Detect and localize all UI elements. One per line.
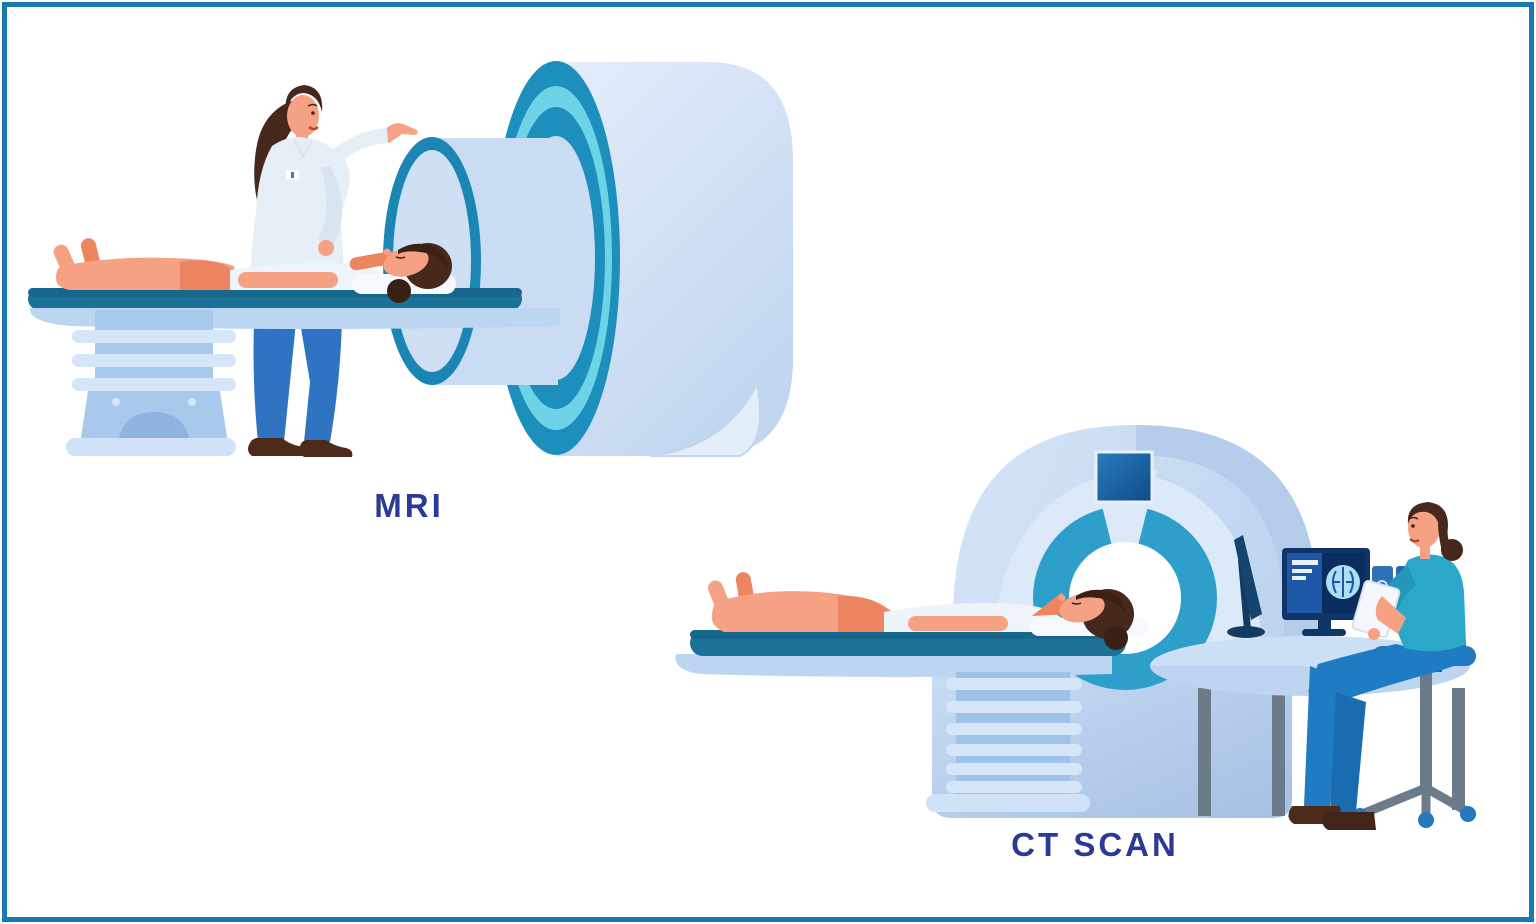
desk-leg xyxy=(1198,688,1211,816)
ct-pedestal-band xyxy=(946,763,1082,775)
doctor-leg-right xyxy=(300,322,342,442)
ct-side-monitor xyxy=(1227,535,1265,638)
ct-pedestal-band xyxy=(946,701,1082,713)
ct-patient-nose xyxy=(1058,594,1066,602)
doctor-hair xyxy=(285,85,323,112)
desk-leg xyxy=(1272,688,1285,816)
brain-scan-detail xyxy=(1332,567,1354,597)
ct-patient xyxy=(708,572,1148,650)
ct-patient-bun xyxy=(1104,626,1128,650)
screen-text-line xyxy=(1292,569,1312,573)
mri-patient-hair-front xyxy=(398,243,448,268)
ct-monitor xyxy=(1282,548,1370,636)
ct-pedestal-band xyxy=(946,678,1082,690)
doctor-eye xyxy=(311,111,315,115)
mri-pedestal-dot xyxy=(112,398,120,406)
mri-pedestal xyxy=(66,310,236,456)
doctor-left-hand xyxy=(318,240,334,256)
mri-pedestal-band xyxy=(72,354,236,367)
doctor-left-arm xyxy=(318,166,343,246)
mri-label: MRI xyxy=(374,487,444,524)
mri-patient-face xyxy=(383,247,429,277)
chair-column xyxy=(1420,670,1432,788)
ct-patient-hair-front xyxy=(1076,589,1126,614)
technician-eyebrow xyxy=(1408,516,1419,520)
mri-patient-bent-arm xyxy=(349,251,398,271)
screen-text-line xyxy=(1292,560,1318,565)
doctor-badge-mark xyxy=(291,172,294,178)
mri-pedestal-band xyxy=(72,378,236,391)
ct-pedestal-base xyxy=(926,794,1090,812)
chair-wheel xyxy=(1460,806,1476,822)
screen-text-line xyxy=(1292,576,1306,580)
technician-hand xyxy=(1368,628,1380,640)
ct-table-top-edge xyxy=(690,630,1126,639)
ct-patient-arm xyxy=(908,616,1008,631)
technician-hair xyxy=(1407,502,1454,552)
technician-eye xyxy=(1411,524,1415,528)
doctor-pointing-hand xyxy=(387,123,418,143)
technician-thigh xyxy=(1308,640,1466,702)
technician-shoe-back xyxy=(1322,812,1376,830)
doctor-shoe-left xyxy=(248,438,311,456)
side-monitor-screen xyxy=(1234,535,1262,620)
ct-table xyxy=(675,630,1126,677)
doctor-face xyxy=(287,95,319,137)
doctor-mouth xyxy=(308,125,319,131)
ct-table-slab xyxy=(675,654,1112,677)
doctor-shoe-right xyxy=(299,440,353,457)
mri-patient-eye xyxy=(395,256,406,259)
mri-machine-body xyxy=(556,62,793,456)
ct-housing-shade xyxy=(1136,425,1319,690)
technician-shin-back xyxy=(1330,692,1366,812)
monitor-stand-base xyxy=(1302,629,1346,636)
ct-pedestal-band xyxy=(946,744,1082,756)
side-monitor-base xyxy=(1227,626,1265,638)
mri-patient-bun xyxy=(387,279,411,303)
ct-pedestal-band xyxy=(946,781,1082,793)
technician-shin-front xyxy=(1304,666,1340,806)
chair-wheel xyxy=(1418,812,1434,828)
mri-pedestal-band xyxy=(72,330,236,343)
mri-pedestal-arch xyxy=(118,412,190,444)
doctor-leg-left xyxy=(253,322,296,442)
ct-scan-label: CT SCAN xyxy=(1011,826,1179,863)
mri-patient-arm xyxy=(238,272,338,288)
technician-neck xyxy=(1420,545,1430,559)
ct-scanner-box xyxy=(1094,450,1154,504)
ct-patient-face xyxy=(1059,593,1105,623)
doctor-collar xyxy=(293,139,313,158)
technician-mouth xyxy=(1409,537,1420,543)
mri-pedestal-dot xyxy=(188,398,196,406)
mri-machine-corner-flap xyxy=(649,380,762,457)
ct-scene xyxy=(675,425,1476,830)
doctor-eyebrow xyxy=(307,103,318,107)
ct-technician xyxy=(1288,502,1466,830)
mri-patient-hip xyxy=(180,260,240,290)
desk-leg xyxy=(1452,688,1465,810)
technician-forearm xyxy=(1375,596,1406,634)
monitor-stand xyxy=(1318,620,1331,630)
ct-patient-eye xyxy=(1071,602,1082,605)
doctor-raised-arm xyxy=(330,128,393,162)
ct-pedestal xyxy=(926,672,1090,812)
side-monitor-pole xyxy=(1238,558,1251,630)
mri-patient-nose xyxy=(383,248,391,256)
mri-scene xyxy=(28,61,793,457)
mri-patient xyxy=(53,238,456,303)
mri-pedestal-base xyxy=(66,438,236,456)
ct-pedestal-band xyxy=(946,723,1082,735)
